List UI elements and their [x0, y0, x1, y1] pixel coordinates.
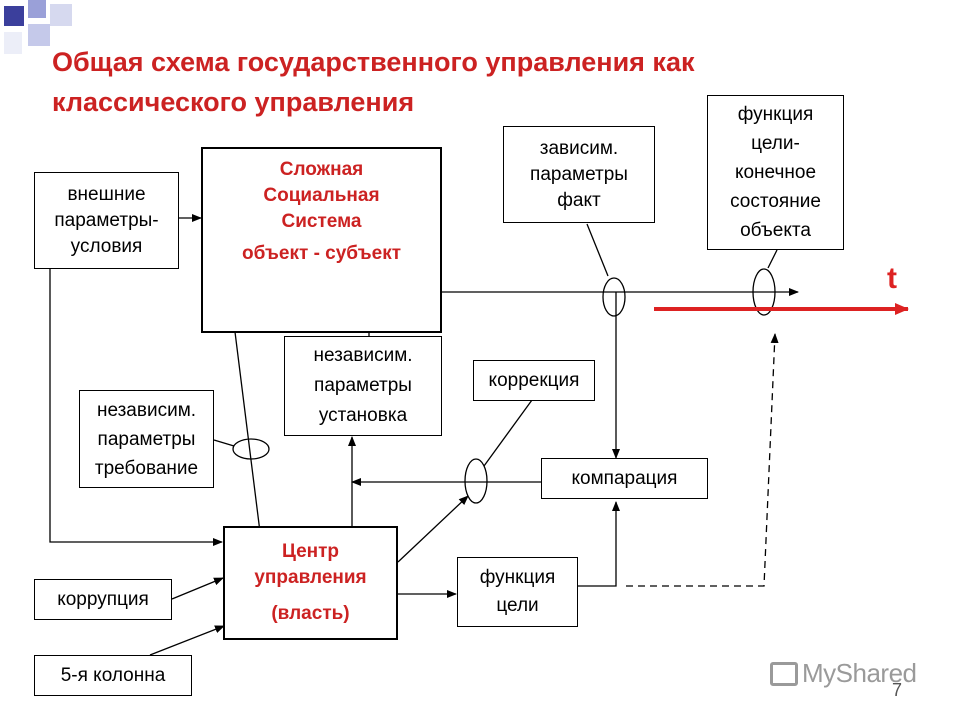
control-center-box: Центр управления (власть) — [223, 526, 398, 640]
arrow-corruption-to-center — [171, 577, 224, 600]
corruption-box: коррупция — [34, 579, 172, 620]
system-subtitle: объект - субъект — [241, 243, 402, 264]
external-params-box: внешние параметры- условия — [34, 172, 179, 269]
arrow-goal-to-comparison — [578, 501, 620, 587]
center-sub: (власть) — [271, 603, 350, 624]
watermark-logo: MyShared — [770, 658, 917, 689]
pointer-correction — [483, 399, 533, 467]
page-number: 7 — [892, 680, 903, 700]
arrow-external-to-center — [49, 269, 223, 546]
comparison-box: компарация — [541, 458, 708, 499]
time-axis-label: t — [887, 262, 897, 295]
title-line-1: Общая схема государственного управления … — [52, 47, 695, 77]
social-system-box: Сложная Социальная Система объект - субъ… — [201, 147, 442, 333]
dashed-feedback-arrow — [626, 333, 779, 587]
presentation-icon — [770, 662, 798, 686]
slide-title: Общая схема государственного управления … — [52, 42, 852, 122]
fifth-column-box: 5-я колонна — [34, 655, 192, 696]
ellipse-requirement — [232, 438, 270, 460]
pointer-dependent — [586, 223, 609, 277]
arrow-system-to-center — [232, 315, 265, 549]
title-line-2: классического управления — [52, 87, 415, 117]
arrow-center-to-correction — [397, 495, 469, 563]
goal-state-box: функция цели- конечное состояние объекта — [707, 95, 844, 250]
goal-function-box: функция цели — [457, 557, 578, 627]
ellipse-correction — [464, 458, 488, 504]
arrow-fifth-to-center — [149, 625, 225, 656]
ellipse-measure-fact — [602, 277, 626, 317]
corner-decoration — [0, 0, 80, 60]
pointer-goal-top — [767, 249, 778, 269]
independent-requirement-box: независим. параметры требование — [79, 390, 214, 488]
correction-box: коррекция — [473, 360, 595, 401]
ellipse-goal-state — [752, 268, 776, 316]
pointer-requirement — [213, 439, 235, 447]
dependent-params-box: зависим. параметры факт — [503, 126, 655, 223]
independent-setting-box: независим. параметры установка — [284, 336, 442, 436]
